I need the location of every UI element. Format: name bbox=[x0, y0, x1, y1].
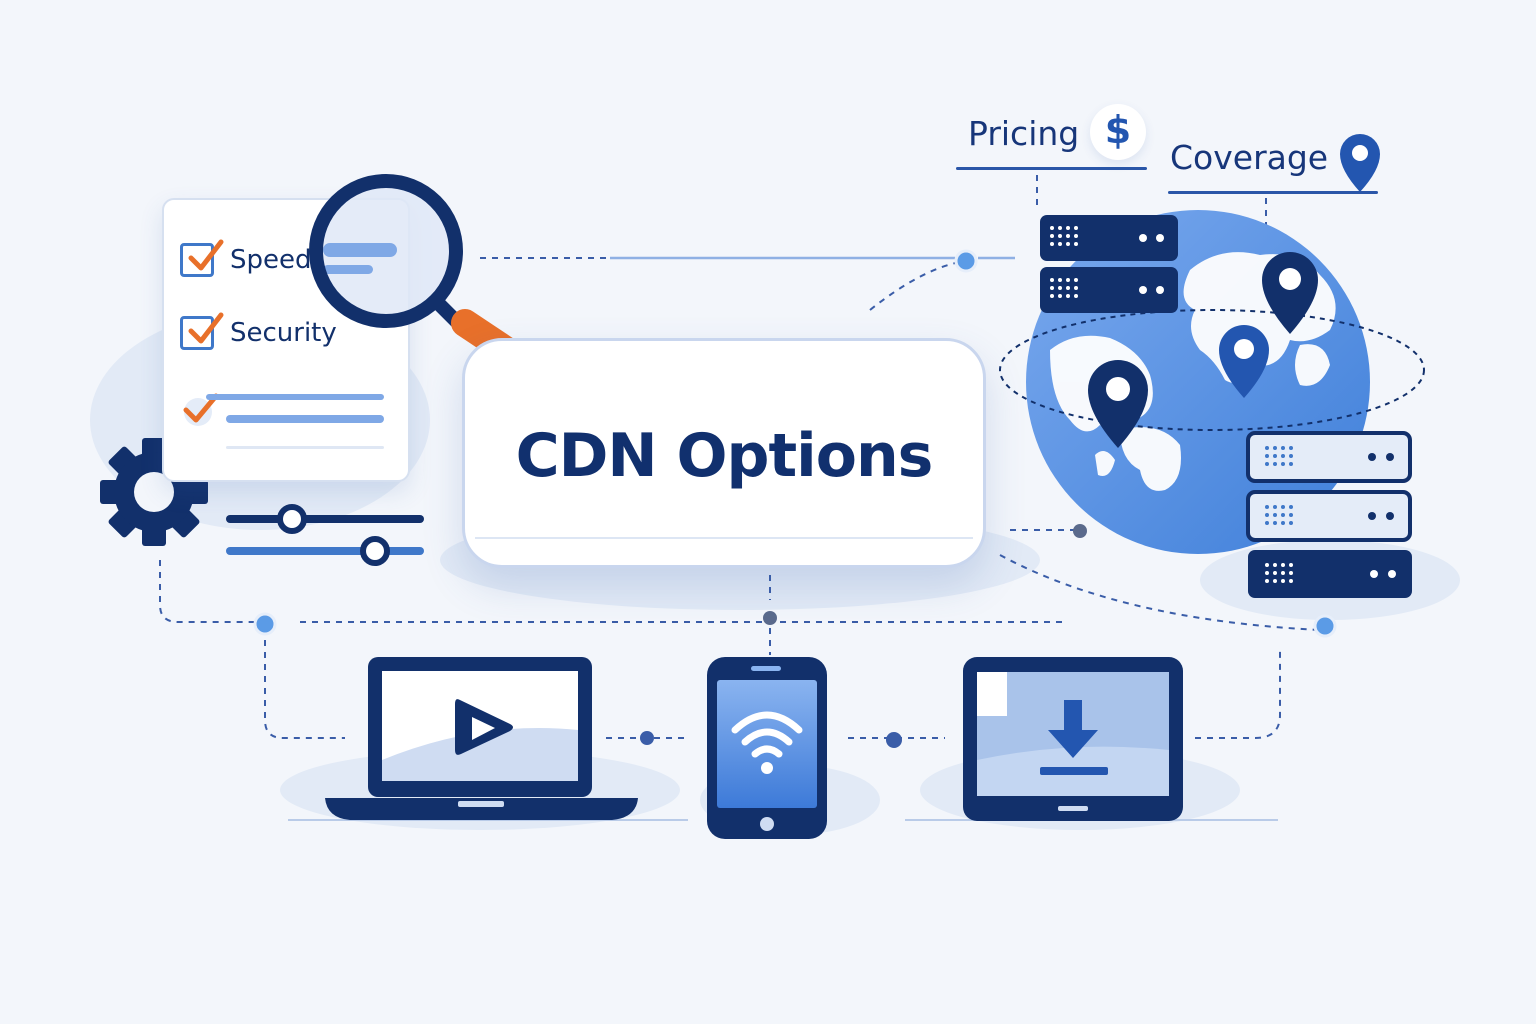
wifi-dot bbox=[761, 762, 773, 774]
placeholder-line bbox=[226, 446, 384, 449]
connector-dots bbox=[253, 249, 1337, 748]
checklist-label: Speed bbox=[230, 245, 312, 275]
checklist-item-speed[interactable]: Speed bbox=[180, 239, 312, 280]
download-icon bbox=[1040, 700, 1108, 775]
server-icon bbox=[1246, 490, 1412, 542]
checklist-label: Security bbox=[230, 318, 337, 348]
dollar-symbol: $ bbox=[1104, 108, 1132, 152]
server-icon bbox=[1248, 550, 1412, 598]
location-pin-icon bbox=[1262, 252, 1318, 334]
checklist-item-third[interactable] bbox=[182, 390, 222, 430]
checkmark-icon bbox=[188, 239, 224, 271]
placeholder-line bbox=[226, 415, 384, 423]
server-icon bbox=[1246, 431, 1412, 483]
checklist-item-security[interactable]: Security bbox=[180, 312, 337, 353]
checkbox[interactable] bbox=[180, 239, 224, 277]
connector-lines bbox=[159, 175, 1321, 739]
checkmark-icon bbox=[183, 393, 219, 426]
checkmark-icon bbox=[188, 312, 224, 344]
pricing-label: Pricing bbox=[968, 114, 1080, 153]
coverage-underline bbox=[1168, 191, 1378, 194]
page-title: CDN Options bbox=[515, 421, 934, 491]
location-pin-icon bbox=[1088, 360, 1148, 448]
placeholder-line bbox=[206, 394, 384, 400]
dollar-icon: $ bbox=[1090, 104, 1146, 160]
play-icon bbox=[455, 699, 513, 755]
title-card: CDN Options bbox=[462, 338, 986, 568]
sliders-icon bbox=[226, 504, 424, 566]
location-pin-icon bbox=[1219, 325, 1269, 398]
pricing-underline bbox=[956, 167, 1147, 170]
server-icon bbox=[1040, 267, 1178, 313]
location-pin-icon bbox=[1340, 134, 1380, 192]
server-icon bbox=[1040, 215, 1178, 261]
checkbox[interactable] bbox=[180, 312, 224, 350]
coverage-label: Coverage bbox=[1170, 138, 1329, 177]
wifi-icon bbox=[731, 711, 803, 758]
